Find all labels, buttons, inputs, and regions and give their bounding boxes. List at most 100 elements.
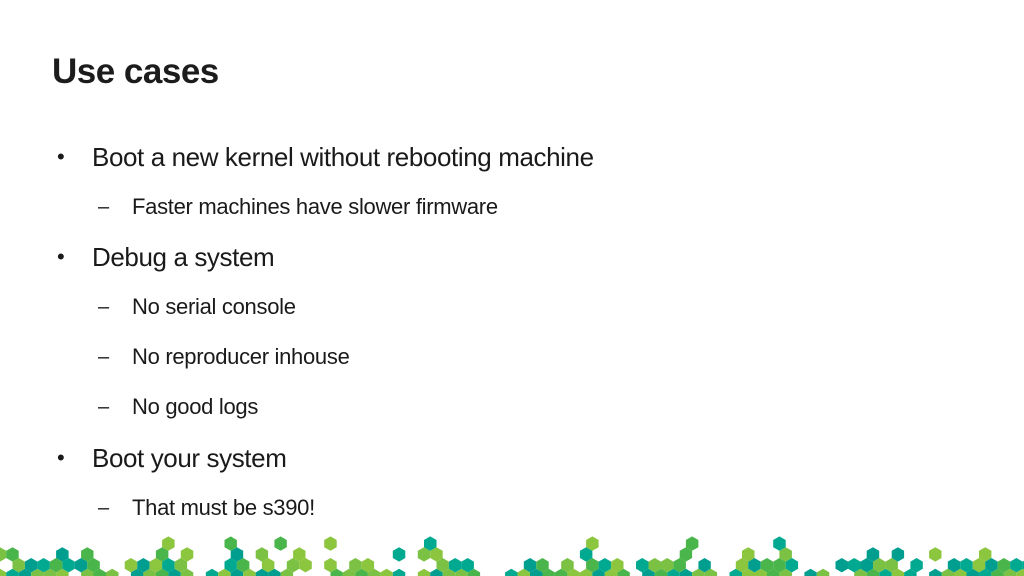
sub-bullet-marker: –: [98, 296, 109, 318]
bullet-text: Debug a system: [92, 242, 275, 272]
hexagon-shape: [1016, 568, 1024, 576]
hexagon-shape: [929, 547, 942, 562]
hexagon-shape: [392, 547, 406, 562]
hexagon-shape: [349, 558, 362, 573]
sub-bullet-text: No serial console: [132, 294, 296, 319]
hexagon-shape: [785, 558, 799, 573]
hexagon-shape: [455, 568, 468, 576]
bullet-list: • Boot a new kernel without rebooting mac…: [57, 142, 594, 520]
hexagon-shape: [205, 568, 219, 576]
hexagon-shape: [1010, 558, 1023, 573]
hexagon-shape: [910, 558, 923, 573]
hexagon-shape: [155, 568, 169, 576]
hexagon-shape: [6, 547, 19, 562]
hexagon-shape: [130, 568, 144, 576]
hexagon-shape: [954, 568, 967, 576]
hexagon-shape: [773, 536, 786, 551]
hexagon-shape: [985, 558, 998, 573]
hexagon-shape: [947, 558, 961, 573]
hexagon-shape: [891, 547, 905, 562]
hexagon-shape: [137, 558, 150, 573]
hexagon-shape: [517, 568, 530, 576]
hexagon-shape: [18, 568, 32, 576]
hexagon-shape: [773, 558, 786, 573]
hexagon-shape: [224, 536, 237, 551]
hexagon-shape: [866, 547, 880, 562]
bullet-item: • Debug a system: [57, 241, 275, 273]
hexagon-shape: [442, 568, 456, 576]
hexagon-shape: [816, 568, 830, 576]
hexagon-shape: [380, 568, 393, 576]
hexagon-shape: [885, 558, 898, 573]
hexagon-shape: [87, 558, 100, 573]
hexagon-shape: [81, 547, 94, 562]
hexagon-shape: [243, 568, 256, 576]
hexagon-shape: [586, 536, 599, 551]
hexagon-shape: [679, 547, 693, 562]
hexagon-shape: [748, 558, 761, 573]
hexagon-shape: [979, 547, 992, 562]
hexagon-shape: [143, 568, 156, 576]
hexagon-shape: [74, 558, 88, 573]
hexagon-shape: [891, 568, 905, 576]
hexagon-shape: [598, 558, 612, 573]
hexagon-shape: [436, 558, 449, 573]
hexagon-shape: [1003, 568, 1017, 576]
hexagon-shape: [6, 568, 19, 576]
hexagon-shape: [392, 568, 406, 576]
bullet-text: Boot your system: [92, 443, 287, 473]
hexagon-shape: [654, 568, 668, 576]
hexagon-shape: [860, 558, 873, 573]
hexagon-shape: [417, 547, 431, 562]
hexagon-shape: [81, 568, 94, 576]
hexagon-shape: [505, 568, 518, 576]
hexagon-shape: [106, 568, 119, 576]
hexagon-shape: [611, 558, 624, 573]
hexagon-shape: [767, 568, 780, 576]
hexagon-shape: [0, 568, 7, 576]
hexagon-shape: [37, 558, 50, 573]
slide-title: Use cases: [52, 52, 219, 91]
hexagon-shape: [255, 547, 269, 562]
hexagon-shape: [698, 558, 711, 573]
hexagon-shape: [280, 568, 294, 576]
hexagon-shape: [430, 547, 443, 562]
hexagon-shape: [679, 568, 693, 576]
hexagon-shape: [997, 558, 1011, 573]
hexagon-shape: [43, 568, 57, 576]
hexagon-shape: [648, 558, 661, 573]
hexagon-shape: [742, 547, 755, 562]
hexagon-shape: [754, 568, 767, 576]
sub-bullet-text: Faster machines have slower firmware: [132, 194, 498, 219]
hexagon-shape: [779, 547, 792, 562]
hexagon-shape: [554, 568, 568, 576]
sub-bullet-marker: –: [98, 396, 109, 418]
hexagon-shape: [873, 558, 886, 573]
hexagon-shape: [642, 568, 655, 576]
hexagon-shape: [848, 558, 861, 573]
hexagon-shape: [636, 558, 649, 573]
hexagon-shape: [355, 568, 368, 576]
bullet-item: • Boot your system: [57, 442, 287, 474]
hexagon-shape: [879, 568, 892, 576]
hexagon-pattern-decoration: [0, 536, 1024, 576]
hexagon-shape: [448, 558, 462, 573]
hexagon-shape: [804, 568, 817, 576]
hexagon-shape: [299, 558, 312, 573]
hexagon-shape: [155, 547, 169, 562]
bullet-text: Boot a new kernel without rebooting mach…: [92, 142, 594, 172]
hexagon-shape: [692, 568, 705, 576]
hexagon-shape: [218, 568, 231, 576]
hexagon-shape: [293, 547, 306, 562]
hexagon-shape: [866, 568, 880, 576]
hexagon-shape: [941, 568, 954, 576]
hexagon-shape: [342, 568, 356, 576]
hexagon-shape: [729, 568, 742, 576]
hexagon-shape: [685, 536, 699, 551]
sub-bullet-text: No reproducer inhouse: [132, 344, 350, 369]
hexagon-shape: [56, 568, 69, 576]
bullet-marker: •: [57, 445, 65, 470]
bullet-marker: •: [57, 244, 65, 269]
hexagon-shape: [12, 558, 25, 573]
